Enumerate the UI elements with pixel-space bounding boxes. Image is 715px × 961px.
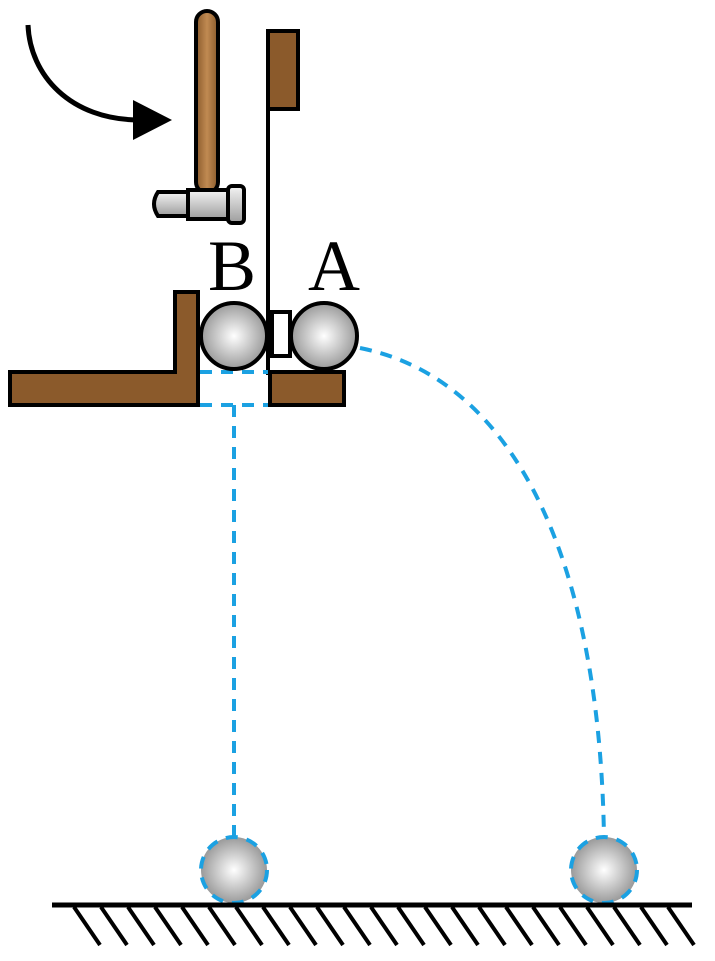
ground-hatch-line — [126, 905, 156, 947]
ground-hatch-line — [477, 905, 507, 947]
hatched-ground-icon — [52, 902, 696, 947]
ball-b — [199, 301, 269, 371]
ground-hatch-line — [558, 905, 588, 947]
ground-hatch-line — [369, 905, 399, 947]
ground-hatch-line — [612, 905, 642, 947]
left-support — [8, 290, 200, 407]
gap-outline — [200, 370, 268, 407]
ground-hatch-line — [423, 905, 453, 947]
ground-hatch-line — [666, 905, 696, 947]
ground-hatch-line — [585, 905, 615, 947]
right-platform — [268, 370, 346, 407]
ground-hatch-line — [639, 905, 669, 947]
ground-hatch-line — [342, 905, 372, 947]
label-b: B — [208, 226, 256, 306]
ground-hatch-line — [207, 905, 237, 947]
label-a: A — [308, 226, 360, 306]
ground-hatch-line — [261, 905, 291, 947]
ball-a-landing — [569, 835, 639, 905]
ground-hatch-line — [396, 905, 426, 947]
curved-arrow-icon — [25, 24, 172, 140]
ground-hatch-line — [99, 905, 129, 947]
ground-hatch-line — [450, 905, 480, 947]
trajectory-a — [359, 346, 606, 839]
clamp-block — [270, 310, 292, 358]
ground-hatch-line — [504, 905, 534, 947]
ground-hatch-line — [72, 905, 102, 947]
ground-hatch-line — [234, 905, 264, 947]
hammer-icon — [152, 9, 246, 225]
ground-hatch-line — [180, 905, 210, 947]
ground-hatch-line — [288, 905, 318, 947]
ball-a — [289, 301, 359, 371]
ground-hatch-line — [153, 905, 183, 947]
ball-b-landing — [199, 835, 269, 905]
ground-hatch-line — [531, 905, 561, 947]
ground-hatch-line — [315, 905, 345, 947]
